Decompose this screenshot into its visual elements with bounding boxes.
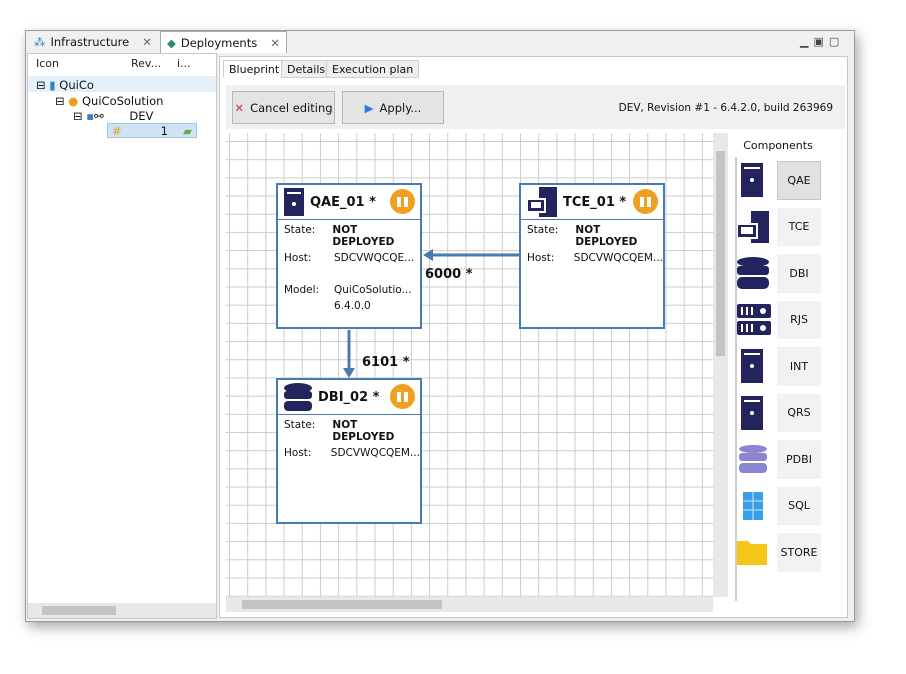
cancel-editing-button[interactable]: ✕Cancel editing: [232, 91, 335, 124]
node-dbi[interactable]: DBI_02 * State:NOT DEPLOYED Host:SDCVWQC…: [276, 378, 422, 524]
tree-panel: [27, 53, 217, 619]
connection-label[interactable]: 6101 *: [362, 355, 410, 370]
connection-label[interactable]: 6000 *: [425, 267, 473, 282]
component-sql[interactable]: SQL: [737, 483, 845, 530]
tree-selection: [28, 76, 216, 92]
revision-status: DEV, Revision #1 - 6.4.2.0, build 263969: [618, 102, 833, 114]
play-icon: ▶: [364, 100, 374, 115]
column-rev[interactable]: Rev...: [131, 57, 162, 70]
column-i[interactable]: i...: [177, 57, 191, 70]
apply-button[interactable]: ▶Apply...: [342, 91, 444, 124]
node-tce[interactable]: TCE_01 * State:NOT DEPLOYED Host:SDCVWQC…: [519, 183, 665, 329]
window-controls[interactable]: ▁▣▢: [800, 35, 845, 48]
component-pdbi[interactable]: PDBI: [737, 436, 845, 483]
server-icon: [741, 395, 763, 430]
tab-execution-plan[interactable]: Execution plan: [326, 60, 420, 78]
arrowhead: [423, 249, 433, 261]
component-dbi[interactable]: DBI: [737, 250, 845, 297]
database-icon: [284, 383, 312, 411]
server-icon: [741, 163, 763, 198]
component-rjs[interactable]: RJS: [737, 297, 845, 344]
pause-icon[interactable]: [390, 189, 415, 214]
tree-horizontal-scrollbar[interactable]: [28, 603, 216, 618]
node-qae[interactable]: QAE_01 * State:NOT DEPLOYED Host:SDCVWQC…: [276, 183, 422, 329]
deployments-icon: ◆: [167, 35, 176, 50]
server-icon: [284, 188, 304, 216]
terminal-icon: [527, 187, 557, 217]
components-palette: QAE TCE DBI RJS INT QRS PDBI SQL STORE: [735, 157, 845, 601]
database-icon: [737, 257, 769, 290]
network-icon: ⁂: [34, 35, 46, 49]
canvas-vertical-scrollbar[interactable]: [713, 133, 728, 597]
tab-details[interactable]: Details: [281, 60, 332, 78]
column-icon[interactable]: Icon: [36, 57, 59, 70]
tab-deployments[interactable]: ◆ Deployments ✕: [160, 31, 287, 53]
components-title: Components: [738, 136, 818, 155]
tree-item-quicosolution[interactable]: ⊟ ● QuiCoSolution: [55, 94, 164, 108]
pause-icon[interactable]: [633, 189, 658, 214]
tab-blueprint[interactable]: Blueprint: [223, 60, 286, 78]
tree-item-quico[interactable]: ⊟ ▮ QuiCo: [36, 78, 94, 92]
sql-table-icon: [743, 491, 763, 520]
component-store[interactable]: STORE: [737, 529, 845, 576]
folder-icon: [737, 541, 767, 566]
component-qae[interactable]: QAE: [737, 157, 845, 204]
arrowhead: [343, 368, 355, 378]
component-int[interactable]: INT: [737, 343, 845, 390]
component-tce[interactable]: TCE: [737, 204, 845, 251]
tree-item-dev[interactable]: ⊟ ▪⚯ DEV: [73, 109, 154, 123]
component-qrs[interactable]: QRS: [737, 390, 845, 437]
server-icon: [741, 349, 763, 384]
close-icon[interactable]: ✕: [142, 35, 152, 49]
rack-server-icon: [737, 303, 771, 335]
tree-item-revision[interactable]: #1▰: [107, 123, 197, 138]
tab-infrastructure[interactable]: ⁂ Infrastructure ✕: [34, 35, 152, 49]
terminal-icon: [737, 210, 769, 243]
pause-icon[interactable]: [390, 384, 415, 409]
cancel-icon: ✕: [234, 100, 245, 115]
close-icon[interactable]: ✕: [270, 35, 280, 50]
database-icon: [739, 445, 767, 474]
canvas-horizontal-scrollbar[interactable]: [226, 597, 713, 612]
